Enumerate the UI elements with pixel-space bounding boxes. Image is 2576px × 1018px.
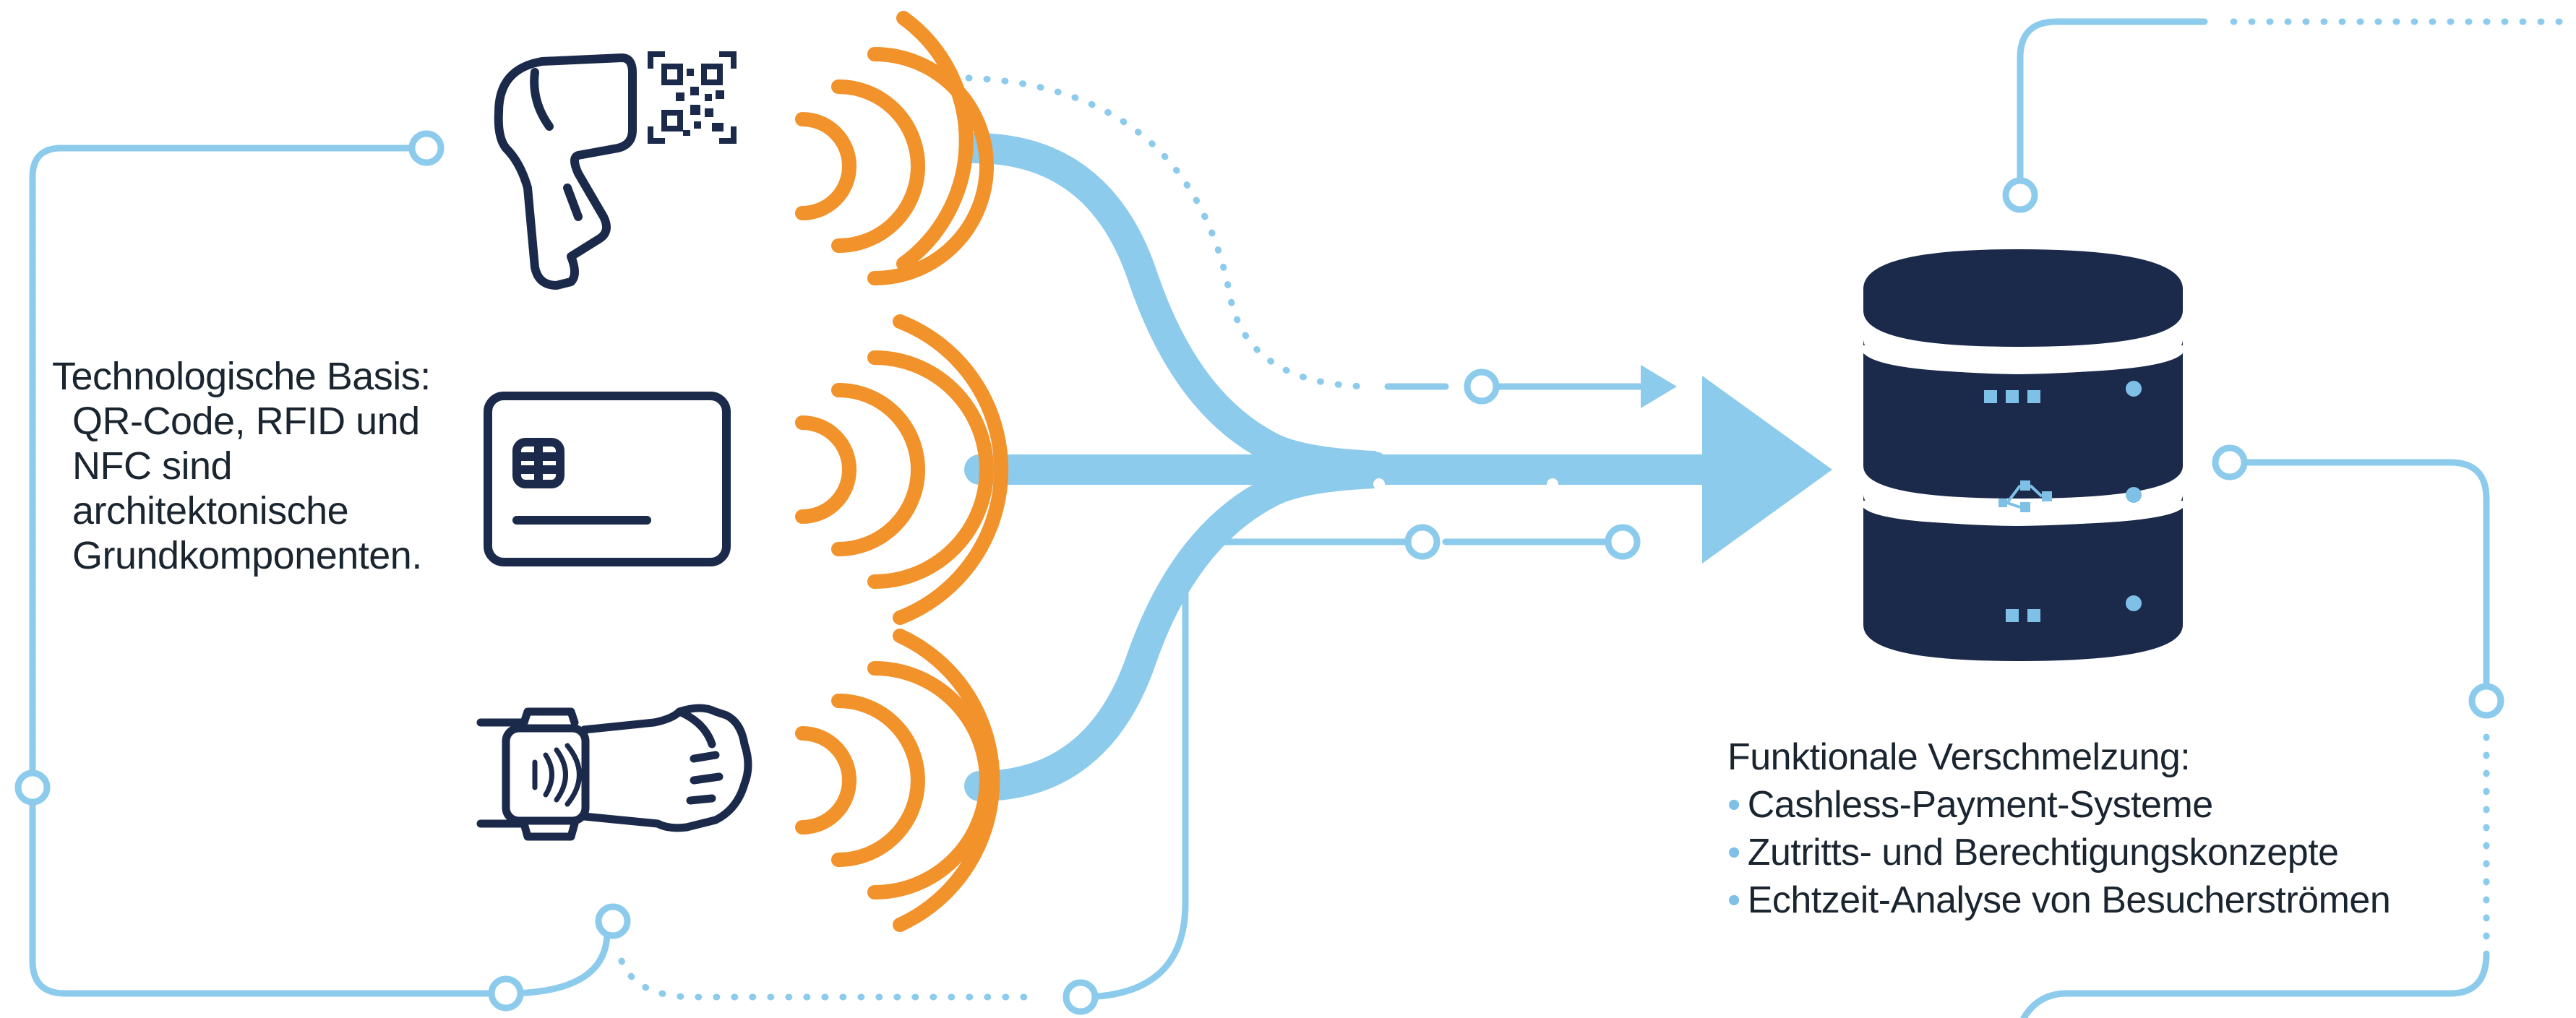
circuit-line-right-side [2243,459,2490,694]
chip-card-icon [484,392,731,566]
circuit-line-bottom-up [1077,538,1420,1001]
qr-code-icon [648,51,737,144]
functional-fusion-list: Funktionale Verschmelzung: •Cashless-Pay… [1727,733,2391,924]
small-arrowhead [1641,365,1677,408]
barcode-scanner-icon [494,53,637,290]
circuit-node [1605,524,1641,560]
database-server-icon [1860,249,2186,661]
circuit-node [14,769,51,806]
smartwatch-wristband-icon [476,704,752,841]
list-item: •Echtzeit-Analyse von Besucherströmen [1727,879,2391,921]
wireless-signal-icon [795,314,1009,625]
circuit-node [2212,444,2248,480]
circuit-node [408,130,445,166]
circuit-node [2468,683,2504,719]
wireless-signal-icon [795,11,994,285]
technology-basis-line: Grundkomponenten. [72,534,422,577]
bullet-icon: • [1727,784,1740,826]
circuit-node [1464,368,1500,405]
data-flow-streams [959,133,1735,801]
circuit-lines [29,74,1659,1001]
circuit-node [595,903,631,939]
main-arrowhead [1702,376,1832,564]
circuit-node [488,975,524,1011]
list-item: •Cashless-Payment-Systeme [1727,784,2213,826]
circuit-lines-right [2017,18,2576,1018]
bullet-icon: • [1727,879,1740,921]
circuit-node [1404,524,1441,560]
technology-basis-line: QR-Code, RFID und [72,400,420,443]
flow-markers [1373,441,1558,490]
circuit-line-top-right [2017,18,2208,193]
flow-stream-top [959,133,1388,481]
functional-fusion-heading: Funktionale Verschmelzung: [1727,736,2191,778]
circuit-line-bottom-right [2020,950,2490,1018]
technology-basis-text: Technologische Basis: QR-Code, RFID und … [52,354,431,578]
flow-stream-bottom [964,458,1388,801]
circuit-line-top-dotted [965,74,1377,390]
technology-basis-line: Technologische Basis: [52,355,431,398]
circuit-nodes [14,130,2504,1015]
list-item: •Zutritts- und Berechtigungskonzepte [1727,832,2339,874]
technology-basis-line: NFC sind [72,444,233,488]
nfc-icon [532,743,582,807]
circuit-line-left-frame [29,144,510,997]
circuit-line-bottom-dotted [618,957,1044,1001]
wireless-signal-icon [795,629,1000,932]
circuit-node [2002,177,2038,213]
technology-basis-line: architektonische [72,489,349,532]
bullet-icon: • [1727,832,1740,874]
circuit-node [1062,979,1099,1015]
circuit-line-bottom-branch [502,928,611,997]
